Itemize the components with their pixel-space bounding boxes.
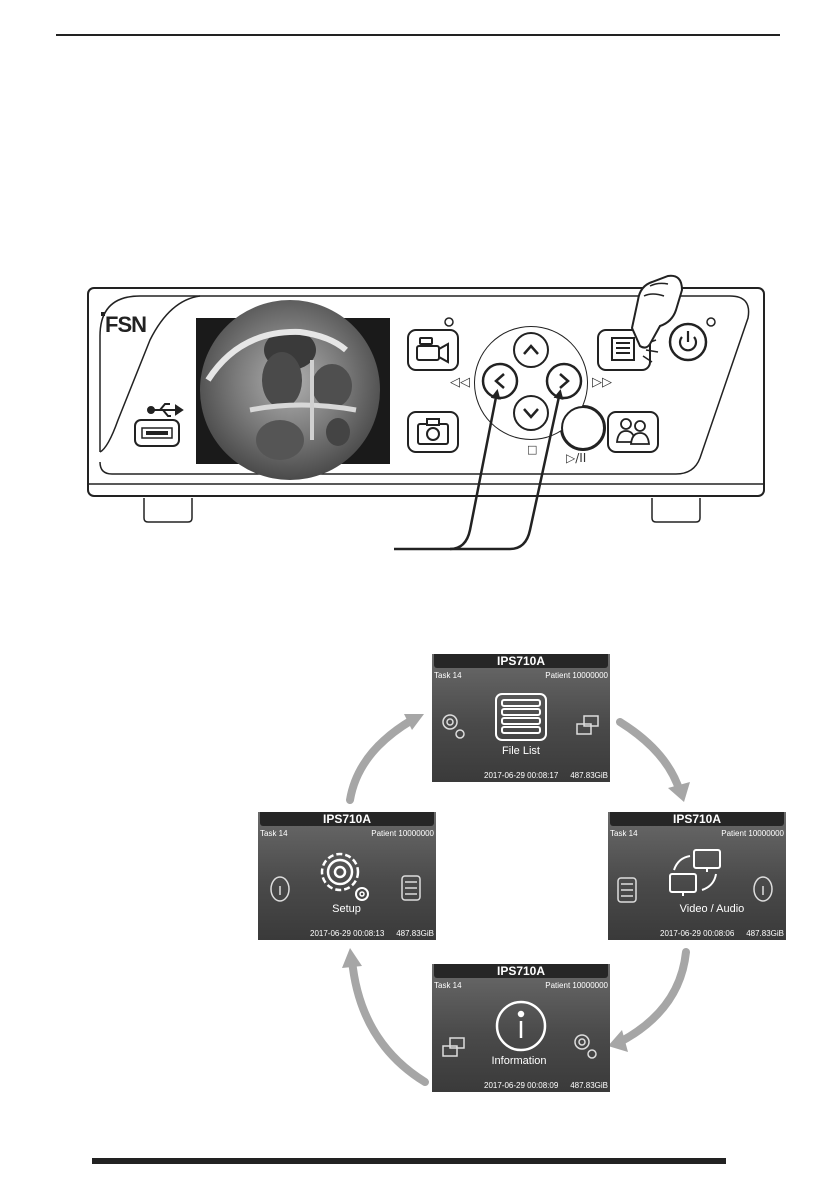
task-label: Task 14	[434, 671, 462, 680]
screen-icons	[442, 693, 599, 741]
patient-button[interactable]	[607, 411, 659, 453]
cycle-arrowheads	[342, 714, 690, 1052]
endoscope-monitor	[196, 300, 390, 480]
patient-label: Patient 10000000	[545, 671, 608, 680]
play-pause-button[interactable]	[561, 406, 605, 450]
file-list-icon	[495, 693, 547, 741]
timestamp: 2017-06-29 00:08:13	[310, 929, 385, 938]
task-label: Task 14	[434, 981, 462, 990]
power-indicator-led	[706, 317, 716, 327]
nav-down-button[interactable]	[513, 395, 549, 431]
menu-label: File List	[502, 745, 540, 757]
gear-icon	[442, 714, 465, 739]
stop-label: □	[527, 443, 537, 456]
patient-label: Patient 10000000	[721, 829, 784, 838]
gear-icon	[574, 1034, 597, 1059]
arrow-video-to-information	[616, 948, 690, 1046]
gear-icon	[320, 852, 369, 901]
arrow-setup-to-filelist	[346, 716, 416, 804]
pointing-hand-icon	[630, 274, 684, 349]
menu-label: Information	[491, 1055, 547, 1067]
task-label: Task 14	[610, 829, 638, 838]
video-indicator-led	[444, 317, 454, 327]
patient-label: Patient 10000000	[545, 981, 608, 990]
timestamp: 2017-06-29 00:08:09	[484, 1081, 559, 1090]
screen-setup: IPS710A Task 14 Patient 10000000 Setup 2…	[258, 812, 436, 940]
usb-port[interactable]	[134, 403, 184, 447]
play-pause-label: ▷/II	[566, 451, 586, 465]
timestamp: 2017-06-29 00:08:06	[660, 929, 735, 938]
nav-up-button[interactable]	[513, 332, 549, 368]
screen-video-audio: IPS710A Task 14 Patient 10000000 Video /…	[608, 812, 786, 940]
camcorder-icon	[416, 337, 449, 364]
storage-free: 487.83GiB	[570, 771, 608, 780]
patient-icon	[616, 418, 650, 445]
file-list-icon	[617, 877, 637, 903]
storage-free: 487.83GiB	[570, 1081, 608, 1090]
arrow-information-to-setup	[348, 956, 429, 1086]
screen-title: IPS710A	[610, 812, 784, 826]
screen-icons	[617, 849, 773, 903]
rewind-label: ◁◁	[450, 375, 470, 390]
menu-list-icon	[611, 337, 635, 361]
power-button[interactable]	[668, 322, 708, 362]
information-icon	[270, 876, 290, 902]
top-rule	[56, 34, 780, 36]
monitors-icon	[576, 715, 599, 735]
nav-right-button[interactable]	[545, 362, 583, 400]
screen-file-list: IPS710A Task 14 Patient 10000000 File Li…	[432, 654, 610, 782]
screen-title: IPS710A	[260, 812, 434, 826]
chevron-left-icon	[494, 373, 505, 389]
bottom-rule	[92, 1158, 726, 1164]
screen-icons	[270, 852, 421, 902]
photo-capture-button[interactable]	[407, 411, 459, 453]
fsn-logo: FSN	[101, 312, 147, 337]
task-label: Task 14	[260, 829, 288, 838]
chevron-up-icon	[523, 344, 539, 355]
information-icon	[753, 876, 773, 902]
power-icon	[678, 331, 698, 352]
timestamp: 2017-06-29 00:08:17	[484, 771, 559, 780]
camera-icon	[417, 418, 449, 445]
video-audio-icon	[669, 849, 721, 896]
callout-leader-lines	[394, 389, 564, 551]
storage-free: 487.83GiB	[396, 929, 434, 938]
chevron-right-icon	[559, 373, 570, 389]
storage-free: 487.83GiB	[746, 929, 784, 938]
video-record-button[interactable]	[407, 329, 459, 371]
screen-icons	[442, 1000, 597, 1059]
screen-title: IPS710A	[434, 964, 608, 978]
usb-icon	[147, 403, 184, 417]
forward-label: ▷▷	[592, 375, 612, 390]
nav-left-button[interactable]	[481, 362, 519, 400]
cycle-arrows	[346, 716, 690, 1086]
information-icon	[495, 1000, 547, 1052]
logo-text: FSN	[105, 312, 146, 337]
monitors-icon	[442, 1037, 465, 1057]
screen-title: IPS710A	[434, 654, 608, 668]
chevron-down-icon	[523, 408, 539, 419]
screen-information: IPS710A Task 14 Patient 10000000 Informa…	[432, 964, 610, 1092]
menu-label: Video / Audio	[679, 903, 745, 915]
navigation-pad	[474, 326, 606, 451]
patient-label: Patient 10000000	[371, 829, 434, 838]
file-list-icon	[401, 875, 421, 901]
arrow-filelist-to-video	[616, 718, 684, 796]
menu-label: Setup	[332, 903, 361, 915]
